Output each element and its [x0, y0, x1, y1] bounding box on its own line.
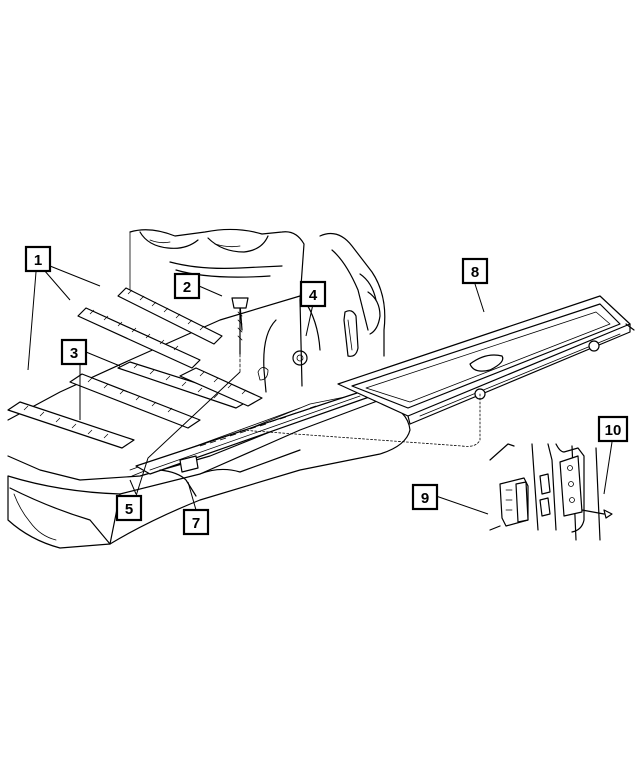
callout-5: 5: [115, 494, 143, 522]
callout-8-label: 8: [471, 264, 479, 281]
callout-2-label: 2: [183, 279, 191, 296]
vehicle-body-drawing: [129, 228, 386, 393]
callout-1-label: 1: [34, 252, 42, 269]
callout-4: 4: [299, 280, 327, 308]
callout-2: 2: [173, 272, 201, 300]
hinge-detail-drawing: [489, 443, 613, 541]
cargo-floor-drawing: [7, 295, 411, 549]
callout-9: 9: [411, 483, 439, 511]
callout-4-label: 4: [309, 287, 318, 304]
callout-10: 10: [597, 415, 629, 443]
callout-7-label: 7: [192, 515, 200, 532]
cargo-panel-drawing: [239, 295, 635, 447]
callout-10-label: 10: [605, 422, 622, 439]
callout-3: 3: [60, 338, 88, 366]
callout-9-label: 9: [421, 490, 429, 507]
fastener-2-drawing: [231, 297, 249, 373]
floor-strips-drawing: [7, 287, 263, 449]
callout-5-label: 5: [125, 501, 133, 518]
callout-7: 7: [182, 508, 210, 536]
leader-lines: [27, 265, 613, 515]
callout-1: 1: [24, 245, 52, 273]
callout-8: 8: [461, 257, 489, 285]
callout-3-label: 3: [70, 345, 78, 362]
